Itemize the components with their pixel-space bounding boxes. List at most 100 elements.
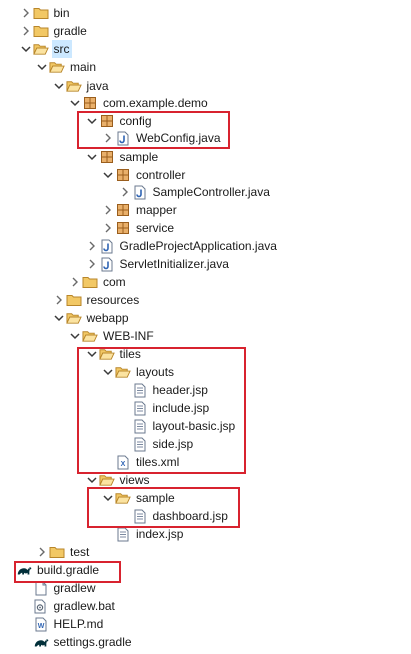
- chevron-down-icon[interactable]: [68, 327, 82, 345]
- spacer: [118, 399, 132, 417]
- tree-item-gradlew-bat[interactable]: gradlew.bat: [19, 597, 117, 615]
- folder-open-icon: [115, 490, 131, 506]
- tree-item-label: test: [70, 545, 90, 559]
- tree-item-java[interactable]: java: [52, 77, 111, 95]
- tree-item-label: com.example.demo: [103, 96, 208, 110]
- tree-item-sample[interactable]: sample: [101, 489, 177, 507]
- tree-item-webapp[interactable]: webapp: [52, 309, 131, 327]
- tree-item-main[interactable]: main: [35, 58, 98, 76]
- tree-item-label: build.gradle: [37, 563, 100, 577]
- tree-item-test[interactable]: test: [35, 543, 91, 561]
- tree-item-side-jsp[interactable]: side.jsp: [118, 435, 196, 453]
- tree-item-label: gradlew.bat: [53, 599, 115, 613]
- chevron-down-icon[interactable]: [101, 166, 115, 184]
- spacer: [19, 633, 33, 651]
- tree-item-label: ServletInitializer.java: [119, 257, 229, 271]
- chevron-down-icon[interactable]: [85, 471, 99, 489]
- chevron-right-icon[interactable]: [85, 237, 99, 255]
- spacer: [101, 525, 115, 543]
- jsp-file-icon: [132, 400, 148, 416]
- spacer: [118, 507, 132, 525]
- tree-item-label: layout-basic.jsp: [152, 419, 236, 433]
- chevron-down-icon[interactable]: [68, 94, 82, 112]
- spacer: [19, 579, 33, 597]
- tree-item-gradleprojectapplication-java[interactable]: GradleProjectApplication.java: [85, 237, 279, 255]
- tree-item-bin[interactable]: bin: [19, 4, 72, 22]
- chevron-down-icon[interactable]: [52, 309, 66, 327]
- java-file-icon: [99, 256, 115, 272]
- tree-item-label: header.jsp: [152, 383, 208, 397]
- folder-icon: [33, 5, 49, 21]
- tree-item-label: index.jsp: [136, 527, 184, 541]
- tree-item-resources[interactable]: resources: [52, 291, 142, 309]
- chevron-right-icon[interactable]: [101, 219, 115, 237]
- tree-item-tiles[interactable]: tiles: [85, 345, 143, 363]
- tree-item-label: GradleProjectApplication.java: [119, 239, 277, 253]
- chevron-right-icon[interactable]: [85, 255, 99, 273]
- folder-open-icon: [98, 346, 115, 362]
- chevron-right-icon[interactable]: [52, 291, 66, 309]
- tree-item-controller[interactable]: controller: [101, 166, 187, 184]
- tree-item-layout-basic-jsp[interactable]: layout-basic.jsp: [118, 417, 238, 435]
- chevron-right-icon[interactable]: [101, 201, 115, 219]
- chevron-right-icon[interactable]: [35, 543, 49, 561]
- chevron-down-icon[interactable]: [35, 58, 49, 76]
- tree-item-header-jsp[interactable]: header.jsp: [118, 381, 210, 399]
- tree-item-index-jsp[interactable]: index.jsp: [101, 525, 185, 543]
- chevron-down-icon[interactable]: [52, 77, 66, 95]
- tree-item-gradlew[interactable]: gradlew: [19, 579, 98, 597]
- package-icon: [82, 95, 98, 111]
- jsp-file-icon: [132, 436, 148, 452]
- tree-item-service[interactable]: service: [101, 219, 176, 237]
- chevron-right-icon[interactable]: [101, 129, 115, 147]
- tree-item-label: webapp: [86, 311, 129, 325]
- chevron-down-icon[interactable]: [85, 345, 99, 363]
- chevron-right-icon[interactable]: [19, 22, 33, 40]
- chevron-down-icon[interactable]: [85, 148, 99, 166]
- tree-item-servletinitializer-java[interactable]: ServletInitializer.java: [85, 255, 231, 273]
- folder-open-icon: [65, 310, 82, 326]
- folder-open-icon: [49, 59, 65, 75]
- tree-item-sample[interactable]: sample: [85, 148, 161, 166]
- folder-open-icon: [98, 472, 115, 488]
- java-file-icon: [115, 130, 131, 146]
- tree-item-label: main: [70, 60, 97, 74]
- chevron-right-icon[interactable]: [118, 183, 132, 201]
- tree-item-label: layouts: [136, 365, 175, 379]
- tree-item-label: mapper: [136, 203, 177, 217]
- tree-item-webconfig-java[interactable]: WebConfig.java: [101, 129, 223, 147]
- tree-item-label: bin: [53, 6, 70, 20]
- tree-item-build-gradle[interactable]: build.gradle: [2, 561, 101, 579]
- tree-item-com-example-demo[interactable]: com.example.demo: [68, 94, 210, 112]
- chevron-right-icon[interactable]: [68, 273, 82, 291]
- tree-item-com[interactable]: com: [68, 273, 128, 291]
- chevron-down-icon[interactable]: [101, 489, 115, 507]
- tree-item-config[interactable]: config: [85, 112, 154, 130]
- tree-item-layouts[interactable]: layouts: [101, 363, 176, 381]
- folder-icon: [33, 23, 49, 39]
- folder-open-icon: [115, 364, 131, 380]
- tree-item-settings-gradle[interactable]: settings.gradle: [19, 633, 134, 651]
- spacer: [19, 615, 33, 633]
- tree-item-web-inf[interactable]: WEB-INF: [68, 327, 156, 345]
- tree-item-dashboard-jsp[interactable]: dashboard.jsp: [118, 507, 230, 525]
- chevron-down-icon[interactable]: [85, 112, 99, 130]
- tree-item-samplecontroller-java[interactable]: SampleController.java: [118, 183, 272, 201]
- tree-item-gradle[interactable]: gradle: [19, 22, 89, 40]
- chevron-down-icon[interactable]: [19, 40, 33, 58]
- tree-item-mapper[interactable]: mapper: [101, 201, 179, 219]
- tree-item-label: WebConfig.java: [136, 131, 221, 145]
- tree-item-views[interactable]: views: [85, 471, 152, 489]
- tree-item-include-jsp[interactable]: include.jsp: [118, 399, 212, 417]
- tree-item-src[interactable]: src: [19, 40, 72, 58]
- chevron-right-icon[interactable]: [19, 4, 33, 22]
- spacer: [2, 561, 16, 579]
- package-icon: [99, 149, 115, 165]
- chevron-down-icon[interactable]: [101, 363, 115, 381]
- tree-item-label: views: [119, 473, 150, 487]
- java-file-icon: [99, 238, 115, 254]
- java-file-icon: [132, 184, 148, 200]
